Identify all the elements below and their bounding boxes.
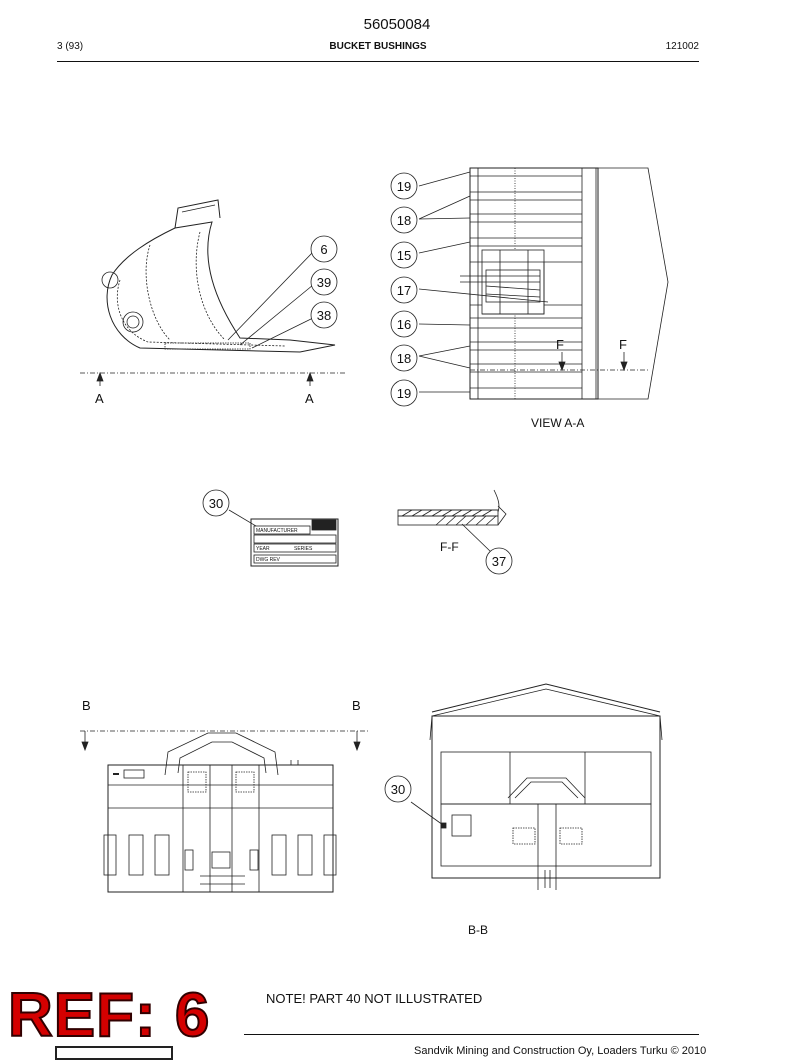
svg-text:16: 16: [397, 317, 411, 332]
document-code: 121002: [665, 41, 699, 52]
svg-text:6: 6: [320, 242, 327, 257]
section-bb-drawing: B-B: [429, 683, 663, 937]
callout-38: 38: [310, 301, 338, 329]
svg-text:37: 37: [492, 554, 506, 569]
svg-text:18: 18: [397, 351, 411, 366]
page-title: BUCKET BUSHINGS: [329, 41, 427, 52]
svg-text:30: 30: [209, 496, 223, 511]
callout-18-top: 18: [390, 206, 418, 234]
header-row: 3 (93) BUCKET BUSHINGS 121002: [57, 41, 699, 55]
note-text: NOTE! PART 40 NOT ILLUSTRATED: [266, 991, 483, 1006]
document-number: 56050084: [363, 16, 431, 33]
section-mark-b-left: B: [82, 698, 91, 713]
section-mark-f-left: F: [556, 337, 564, 352]
svg-text:18: 18: [397, 213, 411, 228]
nameplate-manufacturer: MANUFACTURER: [256, 528, 298, 534]
ref-stamp: REF: 6: [7, 981, 211, 1050]
callout-19-top: 19: [390, 172, 418, 200]
callout-18-bottom: 18: [390, 344, 418, 372]
callout-6: 6: [310, 235, 338, 263]
svg-text:39: 39: [317, 275, 331, 290]
section-mark-a-left: A: [95, 391, 104, 406]
section-mark-b-right: B: [352, 698, 361, 713]
svg-text:19: 19: [397, 386, 411, 401]
header-divider: [57, 61, 699, 62]
ref-stamp-box: [55, 1046, 173, 1060]
section-ff-drawing: F-F: [397, 489, 507, 554]
callout-30-bb: 30: [384, 775, 412, 803]
bucket-front-view: B B: [80, 698, 368, 893]
callout-39: 39: [310, 268, 338, 296]
svg-text:17: 17: [397, 283, 411, 298]
nameplate-year: YEAR: [256, 546, 270, 552]
page-number: 3 (93): [57, 41, 84, 52]
section-mark-a-right: A: [305, 391, 314, 406]
callout-37: 37: [485, 547, 513, 575]
bb-label: B-B: [468, 923, 488, 937]
callout-16: 16: [390, 310, 418, 338]
footer-divider: [244, 1034, 699, 1035]
nameplate-series: SERIES: [294, 546, 313, 552]
svg-text:38: 38: [317, 308, 331, 323]
callout-30-nameplate: 30: [202, 489, 230, 517]
ff-label: F-F: [440, 540, 459, 554]
footer-copyright: Sandvik Mining and Construction Oy, Load…: [414, 1045, 707, 1057]
callout-15: 15: [390, 241, 418, 269]
section-mark-f-right: F: [619, 337, 627, 352]
nameplate-dwg: DWG REV: [256, 557, 281, 563]
bucket-side-view: A A: [80, 199, 345, 406]
callout-19-bottom: 19: [390, 379, 418, 407]
svg-text:15: 15: [397, 248, 411, 263]
svg-text:19: 19: [397, 179, 411, 194]
callout-17: 17: [390, 276, 418, 304]
view-aa-label: VIEW A-A: [531, 416, 584, 430]
svg-text:30: 30: [391, 782, 405, 797]
nameplate-drawing: MANUFACTURER YEAR SERIES DWG REV: [250, 518, 339, 567]
view-aa-drawing: F F VIEW A-A: [460, 167, 669, 430]
